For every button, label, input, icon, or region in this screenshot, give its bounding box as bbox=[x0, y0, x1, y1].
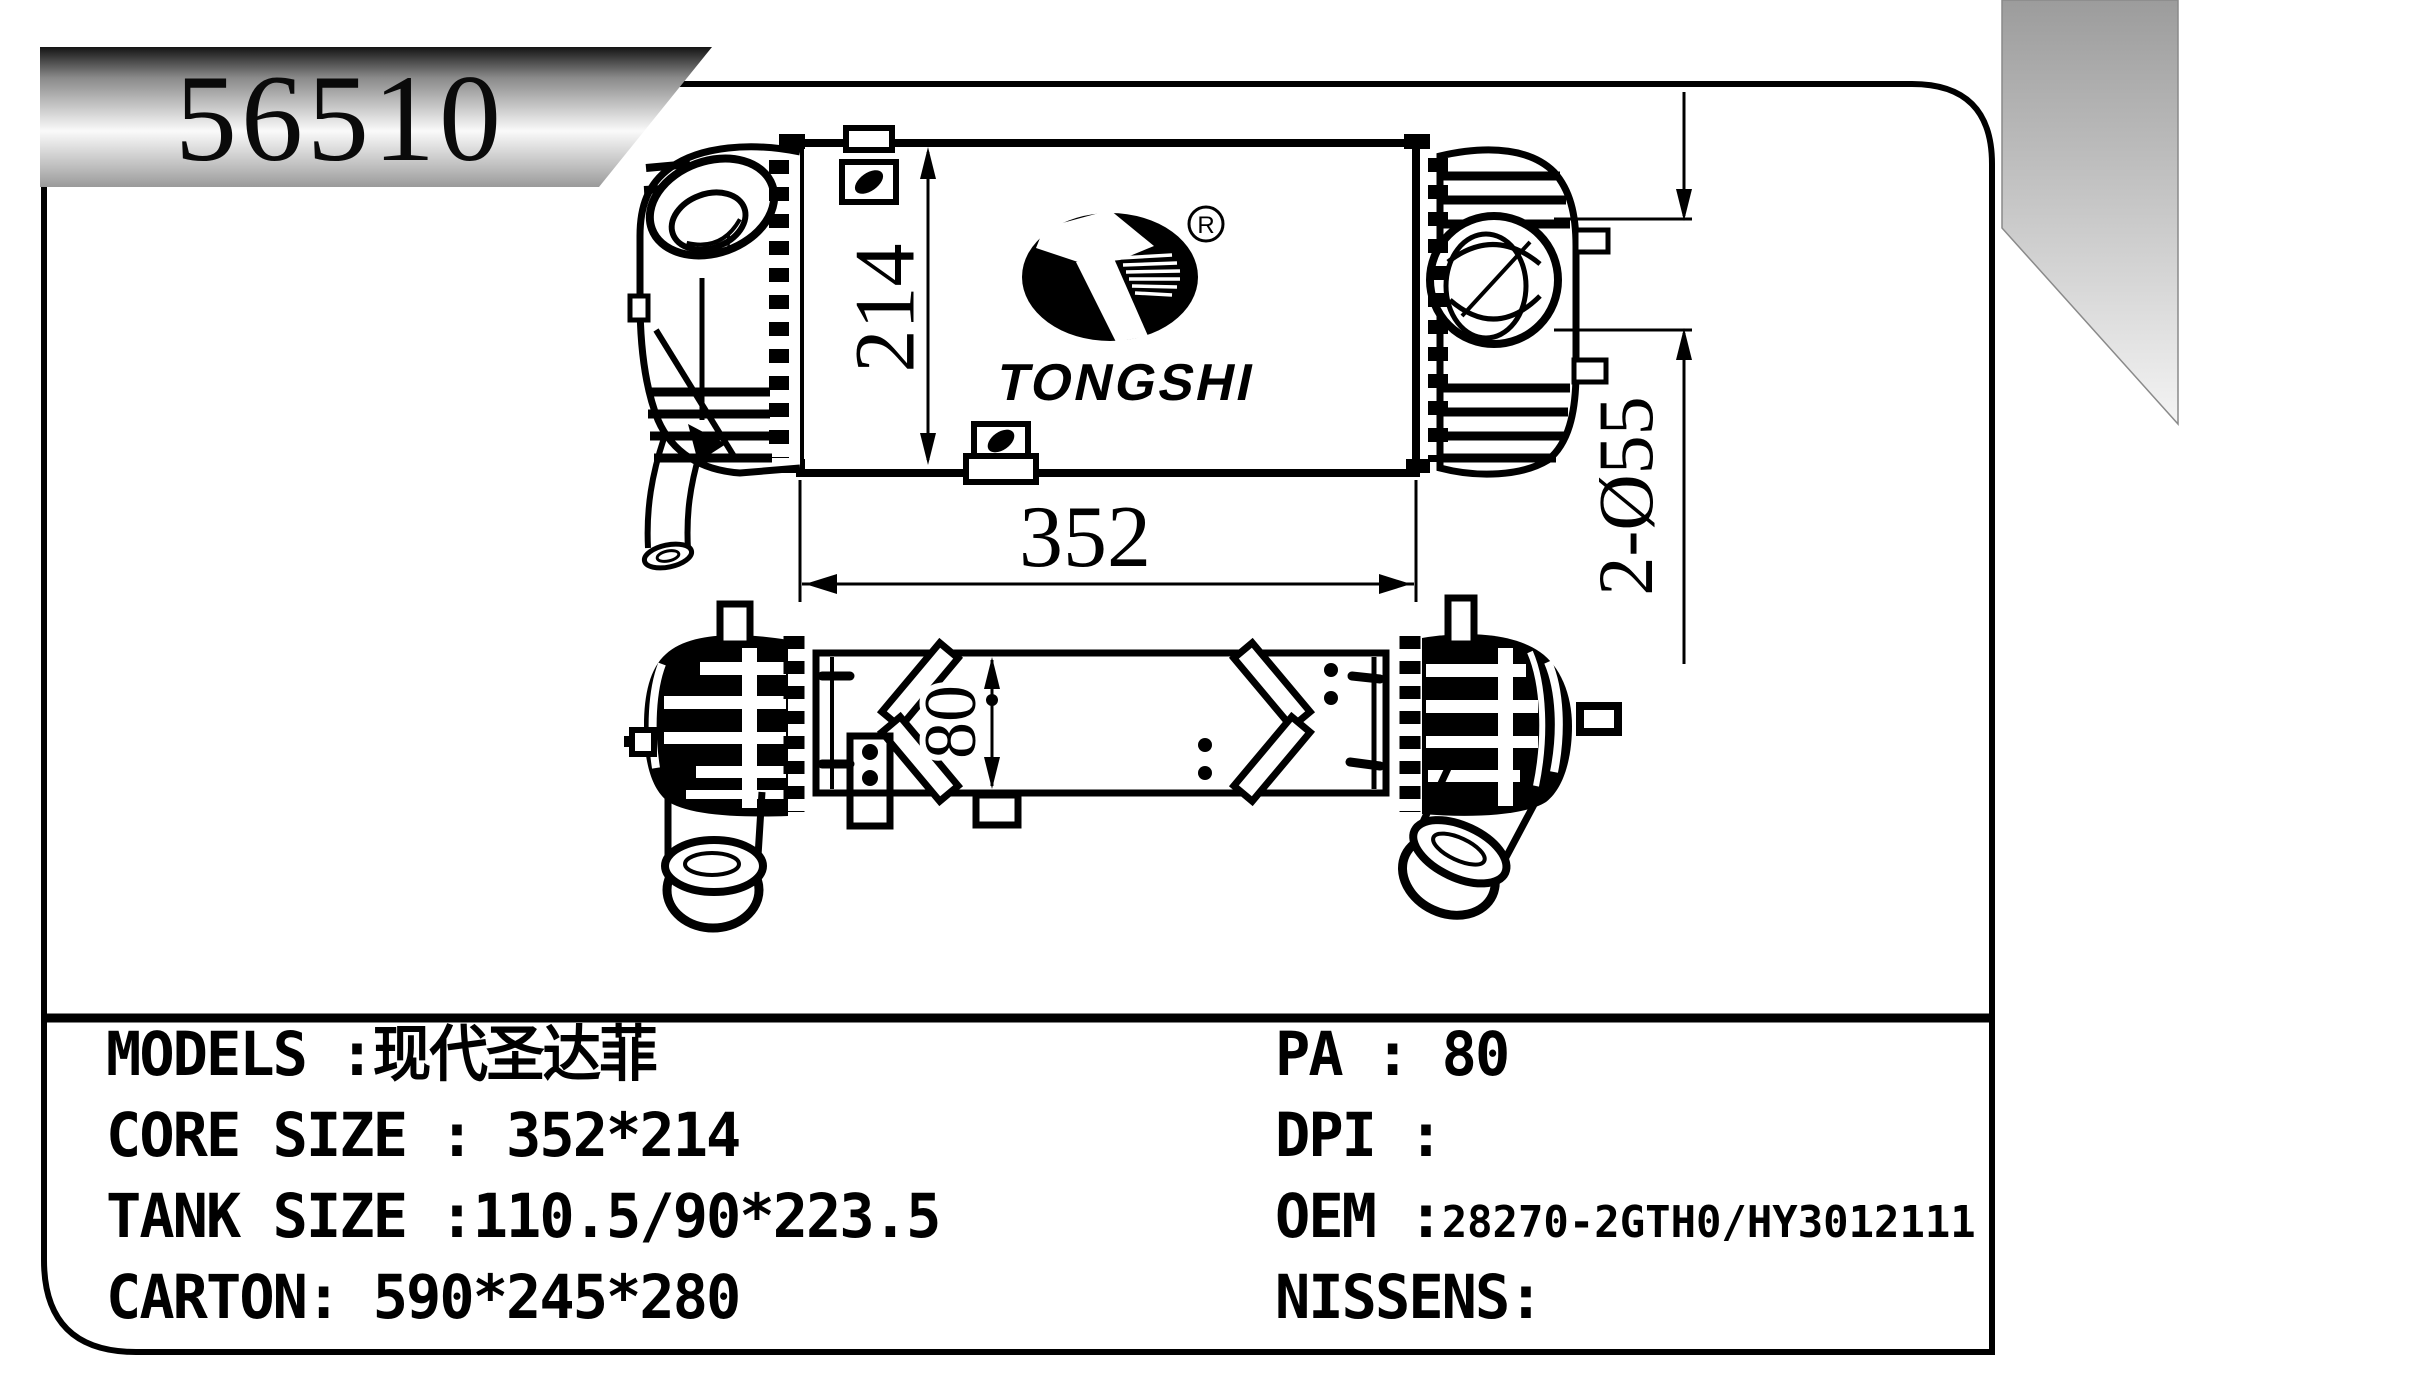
dim-ports: 2-Ø55 bbox=[1554, 92, 1692, 664]
spec-tank-size: TANK SIZE :110.5/90*223.5 bbox=[106, 1181, 941, 1252]
spec-models: MODELS :现代圣达菲 bbox=[106, 1019, 658, 1090]
mounting-brackets-front bbox=[839, 125, 1039, 485]
part-number-banner: 56510 bbox=[40, 47, 712, 187]
spec-dpi: DPI : bbox=[1275, 1100, 1444, 1171]
registered-trademark-letter: R bbox=[1197, 212, 1214, 239]
spec-column-right: PA : 80 DPI : OEM :28270-2GTH0/HY3012111… bbox=[1275, 1014, 1985, 1338]
spec-core-size: CORE SIZE : 352*214 bbox=[106, 1100, 741, 1171]
dim-depth: 80 bbox=[904, 657, 1000, 789]
left-tank-bottom bbox=[624, 600, 805, 817]
right-tank-bottom bbox=[1399, 594, 1622, 816]
corner-decoration bbox=[2001, 0, 2179, 426]
spec-carton: CARTON: 590*245*280 bbox=[106, 1262, 741, 1333]
tongshi-wordmark: TONGSHI bbox=[992, 354, 1261, 412]
right-pipe bbox=[1397, 754, 1544, 920]
dim-352-label: 352 bbox=[1019, 489, 1151, 586]
left-tank-front bbox=[627, 143, 801, 571]
spec-column-left: MODELS :现代圣达菲 CORE SIZE : 352*214 TANK S… bbox=[106, 1014, 1206, 1338]
left-pipe bbox=[661, 791, 767, 933]
front-view: R TONGSHI 214 352 bbox=[627, 92, 1692, 664]
spec-nissens: NISSENS: bbox=[1275, 1262, 1544, 1333]
registered-trademark-icon bbox=[1187, 205, 1225, 243]
bottom-view: 80 bbox=[624, 594, 1622, 933]
dim-2d55-label: 2-Ø55 bbox=[1582, 396, 1669, 595]
part-number: 56510 bbox=[175, 50, 505, 187]
dim-80-label: 80 bbox=[910, 685, 992, 759]
dim-core-width: 352 bbox=[798, 480, 1418, 602]
spec-oem: OEM :28270-2GTH0/HY3012111 bbox=[1275, 1176, 1976, 1257]
spec-oem-value: 28270-2GTH0/HY3012111 bbox=[1441, 1197, 1976, 1248]
tongshi-logo: R TONGSHI bbox=[992, 205, 1261, 412]
dim-214-label: 214 bbox=[837, 244, 933, 373]
spec-pa: PA : 80 bbox=[1275, 1019, 1510, 1090]
flow-chevrons bbox=[876, 637, 1316, 807]
page-frame bbox=[41, 81, 1995, 1355]
mounting-brackets-bottom bbox=[846, 732, 1022, 830]
spec-oem-label: OEM : bbox=[1275, 1181, 1444, 1252]
spec-table: MODELS :现代圣达菲 CORE SIZE : 352*214 TANK S… bbox=[0, 1014, 2423, 1354]
right-tank-front bbox=[1426, 146, 1611, 478]
dim-core-height: 214 bbox=[837, 147, 936, 465]
